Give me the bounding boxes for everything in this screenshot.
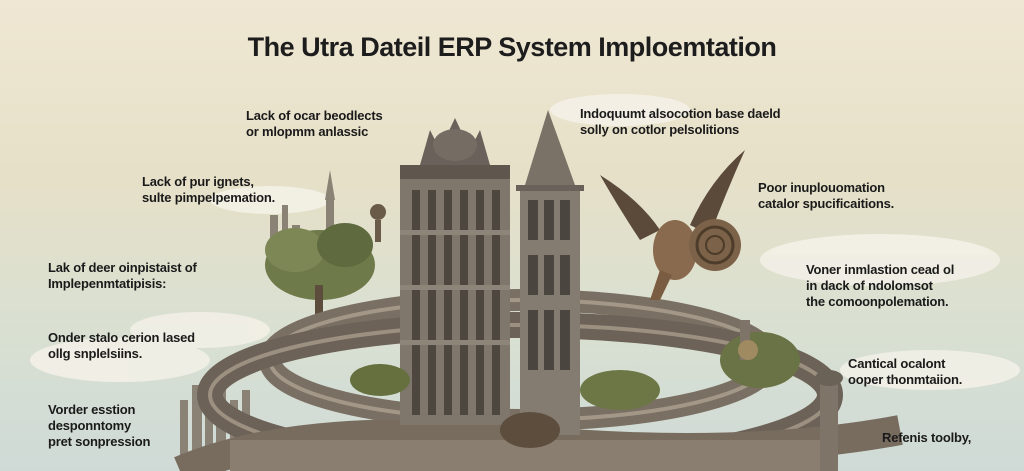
caption-top-left: Lack of ocar beodlects or mlopmm anlassi…: [246, 108, 383, 139]
left-tower: [400, 118, 510, 425]
page-title: The Utra Dateil ERP System Imploemtation: [247, 32, 777, 62]
winged-creature: [600, 150, 745, 300]
floating-ornament: [370, 204, 386, 242]
caption-left-4: Vorder esstion desponntomy pret sonpress…: [48, 402, 151, 449]
foreground-foliage: [350, 364, 660, 448]
caption-left-2: Lak of deer oinpistaist of Implepenmtati…: [48, 260, 197, 291]
caption-right-1: Poor inuplouomation catalor spucificaiti…: [758, 180, 895, 211]
caption-left-3: Onder stalo cerion lased ollg snplelsiin…: [48, 330, 195, 361]
caption-right-3: Cantical ocalont ooper thonmtaiion.: [848, 356, 963, 387]
foliage-left: [265, 223, 375, 325]
caption-right-2: Voner inmlastion cead ol in dack of ndol…: [806, 262, 955, 309]
clouds: [30, 94, 1020, 390]
caption-top-right: Indoquumt alsocotion base daeld solly on…: [580, 106, 781, 137]
ruins-right: [720, 320, 843, 471]
caption-right-4: Refenis toolby,: [882, 430, 972, 445]
caption-left-1: Lack of pur ignets, sulte pimpelpemation…: [142, 174, 276, 205]
right-spire-tower: [516, 110, 584, 435]
